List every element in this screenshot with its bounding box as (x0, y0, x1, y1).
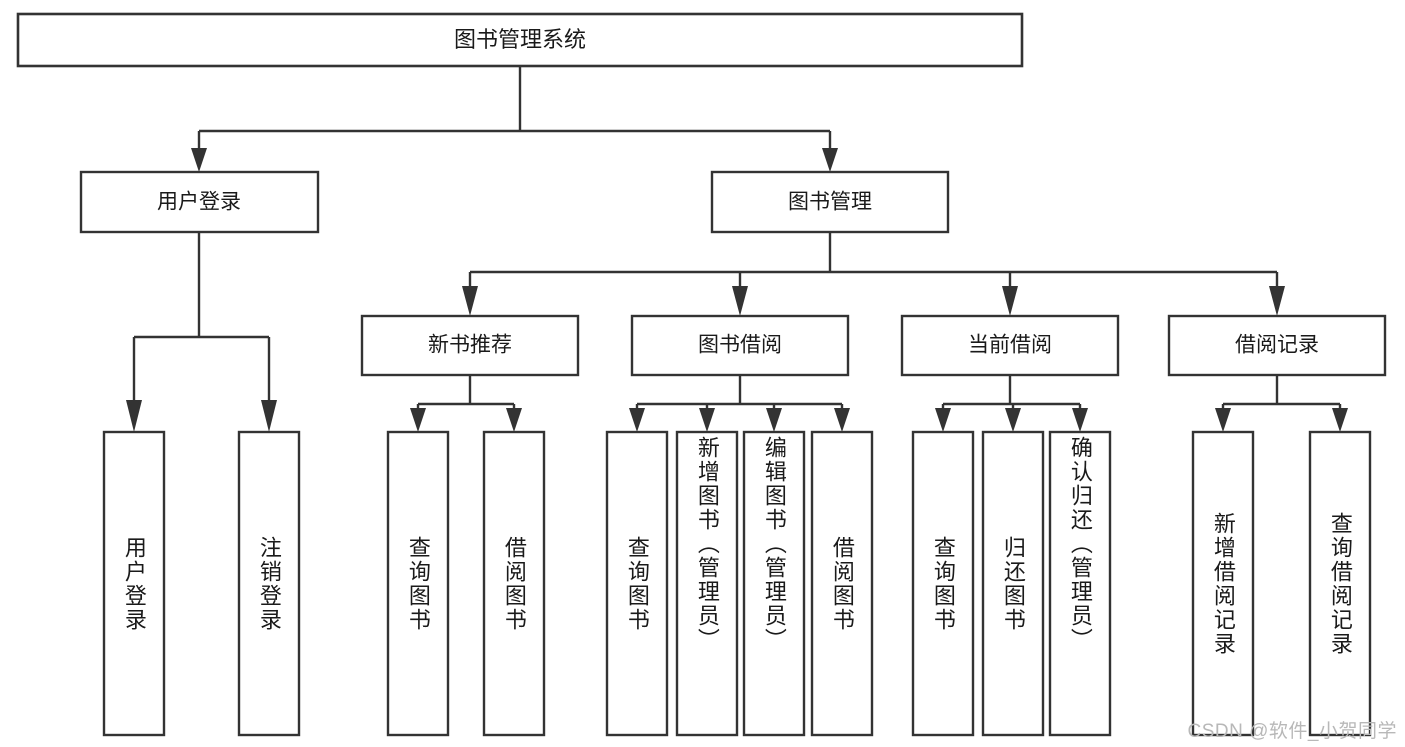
node-leaf-logout[interactable] (237, 430, 301, 737)
arrow-head-new-book (462, 286, 478, 316)
node-leaf-br-query-record[interactable] (1308, 430, 1372, 737)
node-new-book-recommend-label: 新书推荐 (428, 334, 512, 357)
arrow-head-bb-leaf-3 (766, 408, 782, 432)
node-current-borrow-label: 当前借阅 (968, 334, 1052, 357)
node-leaf-br-add-record[interactable] (1191, 430, 1255, 737)
arrow-head-leaf-logout (261, 400, 277, 432)
node-borrow-record[interactable] (1167, 314, 1387, 377)
node-leaf-cb-query-book[interactable] (911, 430, 975, 737)
arrow-head-cb-leaf-3 (1072, 408, 1088, 432)
node-user-login[interactable] (79, 170, 320, 234)
arrow-head-bb-leaf-1 (629, 408, 645, 432)
node-leaf-user-login[interactable] (102, 430, 166, 737)
node-leaf-bb-add-book[interactable] (675, 430, 739, 737)
node-user-login-label: 用户登录 (157, 191, 241, 214)
arrow-head-bb-leaf-4 (834, 408, 850, 432)
node-leaf-bb-borrow-book[interactable] (810, 430, 874, 737)
node-leaf-nb-query-book[interactable] (386, 430, 450, 737)
node-book-borrow-label: 图书借阅 (698, 334, 782, 357)
arrow-head-book-mgmt (822, 148, 838, 172)
arrow-head-cb-leaf-2 (1005, 408, 1021, 432)
node-book-management-label: 图书管理 (788, 191, 872, 214)
arrow-head-user-login (191, 148, 207, 172)
arrow-head-nb-leaf-1 (410, 408, 426, 432)
arrow-head-br-leaf-2 (1332, 408, 1348, 432)
arrow-head-current-borrow (1002, 286, 1018, 316)
node-root-book-system[interactable] (16, 12, 1024, 68)
arrow-head-bb-leaf-2 (699, 408, 715, 432)
arrow-head-borrow-record (1269, 286, 1285, 316)
arrow-head-nb-leaf-2 (506, 408, 522, 432)
node-leaf-bb-edit-book[interactable] (742, 430, 806, 737)
arrow-head-br-leaf-1 (1215, 408, 1231, 432)
node-leaf-cb-confirm-return[interactable] (1048, 430, 1112, 737)
node-new-book-recommend[interactable] (360, 314, 580, 377)
node-leaf-cb-return-book[interactable] (981, 430, 1045, 737)
node-layer: 图书管理系统 用户登录 图书管理 新书推荐 图书借阅 当前借阅 借阅记录 (16, 12, 1387, 737)
node-book-management[interactable] (710, 170, 950, 234)
node-root-label: 图书管理系统 (454, 27, 586, 52)
edge-layer (126, 66, 1348, 432)
arrow-head-book-borrow (732, 286, 748, 316)
arrow-head-leaf-user-login (126, 400, 142, 432)
arrow-head-cb-leaf-1 (935, 408, 951, 432)
node-leaf-nb-borrow-book[interactable] (482, 430, 546, 737)
node-borrow-record-label: 借阅记录 (1235, 334, 1319, 357)
node-book-borrow[interactable] (630, 314, 850, 377)
node-leaf-bb-query-book[interactable] (605, 430, 669, 737)
node-current-borrow[interactable] (900, 314, 1120, 377)
